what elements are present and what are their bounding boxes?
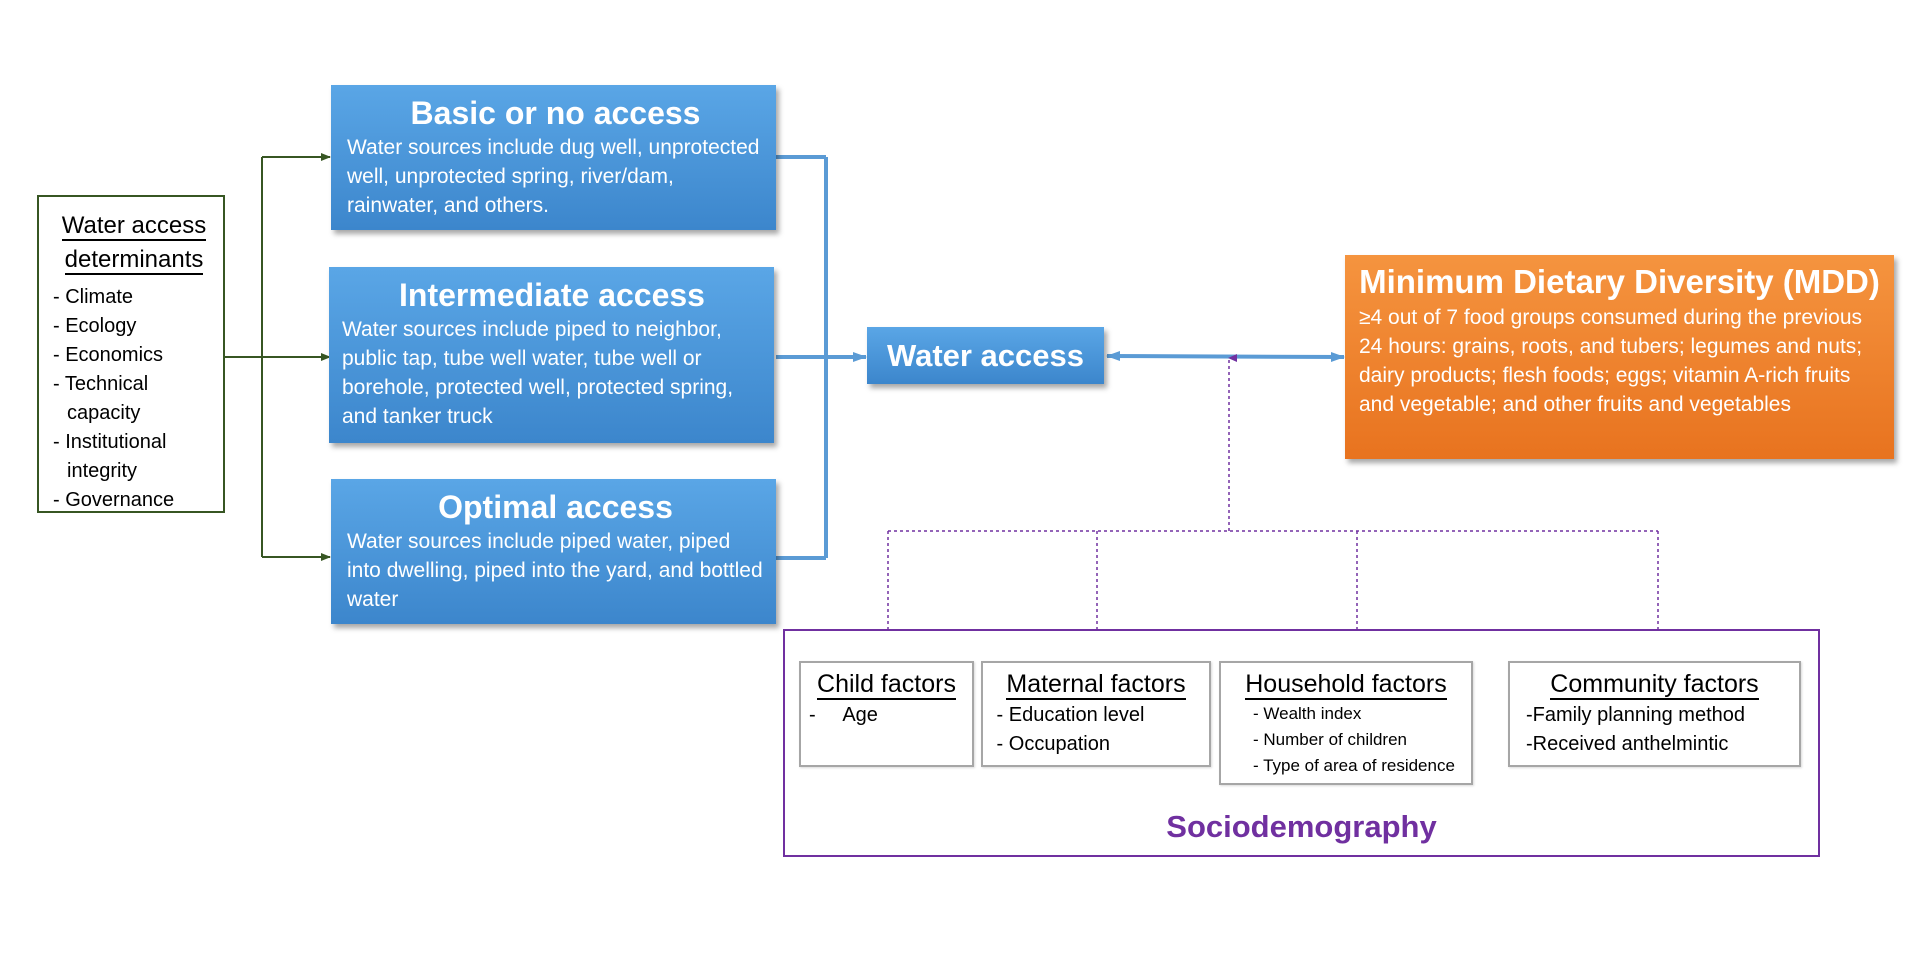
water-access-determinants-box: Water access determinants - Climate - Ec… [37,195,225,513]
maternal-factors-title: Maternal factors [1006,670,1186,700]
intermediate-access-box: Intermediate access Water sources includ… [329,267,774,443]
household-factor-item: - Number of children [1253,730,1408,749]
determinant-item: - Governance [53,489,175,511]
access-to-water-arrows [776,155,867,560]
determinants-list: - Climate - Ecology - Economics - Techni… [53,283,215,515]
optimal-access-title: Optimal access [438,489,673,525]
child-factors-box: Child factors - Age [799,661,974,767]
community-factors-box: Community factors -Family planning metho… [1508,661,1801,767]
mdd-box: Minimum Dietary Diversity (MDD) ≥4 out o… [1345,255,1894,459]
optimal-access-description: Water sources include piped water, piped… [347,530,763,611]
community-factors-title: Community factors [1550,670,1759,700]
intermediate-access-description: Water sources include piped to neighbor,… [342,318,734,428]
child-factor-item: - Age [809,704,878,726]
determinants-title-line1: Water access [61,212,207,241]
intermediate-access-title: Intermediate access [399,277,705,313]
community-factor-item: -Family planning method [1526,704,1745,726]
determinants-title-line2: determinants [64,246,204,275]
basic-access-description: Water sources include dug well, unprotec… [347,136,760,217]
determinant-item: - Institutional integrity [53,431,167,482]
household-factors-box: Household factors - Wealth index - Numbe… [1219,661,1473,785]
child-factors-title: Child factors [817,670,956,700]
water-mdd-arrow [1106,351,1345,362]
determinants-title: Water access determinants [53,209,215,277]
basic-access-title: Basic or no access [410,95,701,131]
water-access-label: Water access [886,337,1085,373]
household-factor-item: - Type of area of residence [1253,756,1455,775]
community-factor-item: -Received anthelmintic [1526,733,1729,755]
household-factor-item: - Wealth index [1253,704,1362,723]
sociodemography-label: Sociodemography [1166,809,1437,844]
determinant-item: - Climate [53,286,134,308]
mdd-title: Minimum Dietary Diversity (MDD) [1359,263,1880,300]
determinant-item: - Economics [53,344,164,366]
maternal-factor-item: - Education level [991,704,1145,726]
determinant-item: - Ecology [53,315,137,337]
optimal-access-box: Optimal access Water sources include pip… [331,479,776,624]
determinant-arrows [225,153,331,561]
determinant-item: - Technical capacity [53,373,149,424]
maternal-factor-item: - Occupation [991,733,1110,755]
basic-access-box: Basic or no access Water sources include… [331,85,776,230]
household-factors-title: Household factors [1245,670,1447,700]
mdd-description: ≥4 out of 7 food groups consumed during … [1359,306,1863,416]
water-access-box: Water access [867,327,1104,384]
maternal-factors-box: Maternal factors - Education level - Occ… [981,661,1211,767]
